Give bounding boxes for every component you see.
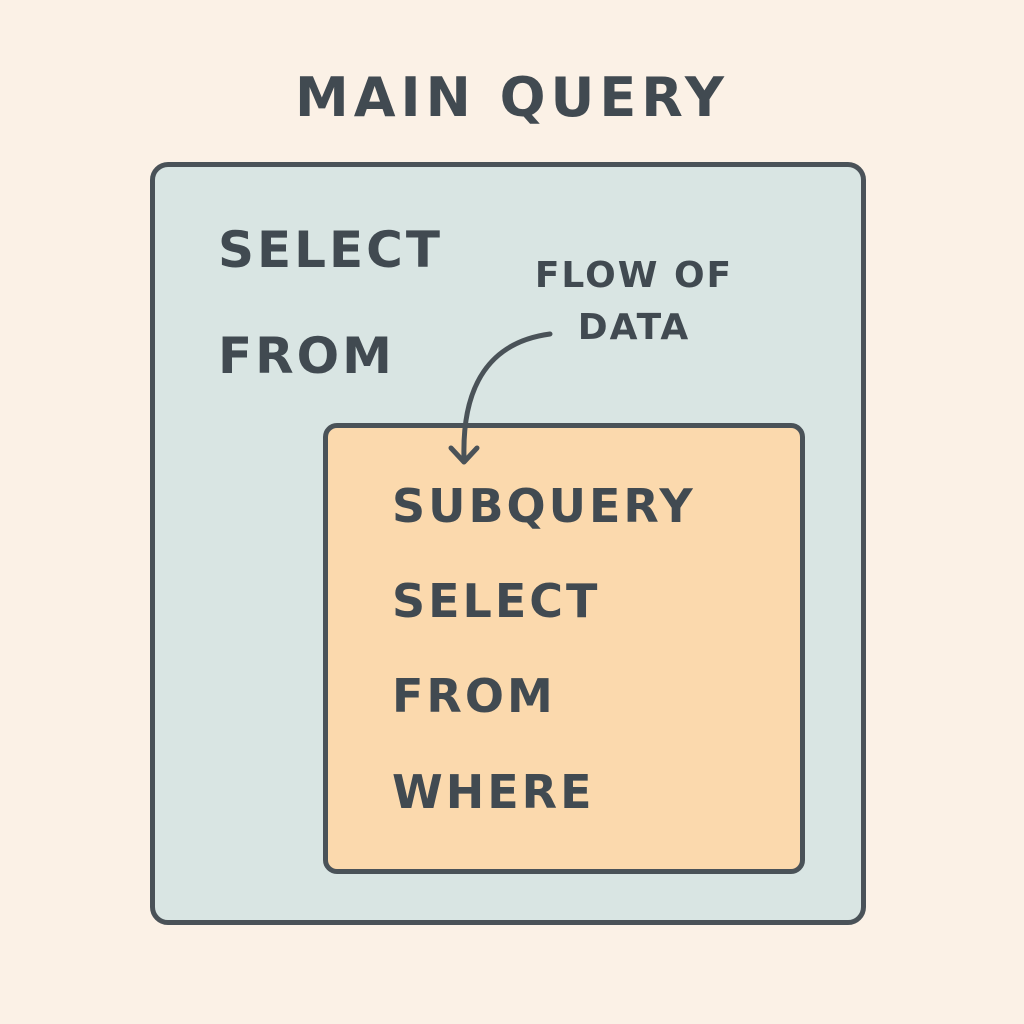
diagram-title: MAIN QUERY	[295, 66, 729, 129]
flow-arrow-head	[448, 445, 480, 465]
flow-label: FLOW OF DATA	[520, 250, 748, 354]
subquery-where-keyword: WHERE	[392, 765, 595, 819]
flow-label-line-1: FLOW OF	[534, 255, 734, 296]
main-query-select-keyword: SELECT	[218, 221, 443, 279]
subquery-box	[323, 423, 805, 874]
subquery-label: SUBQUERY	[392, 479, 696, 533]
subquery-from-keyword: FROM	[392, 669, 556, 723]
subquery-select-keyword: SELECT	[392, 574, 601, 628]
flow-arrow-curve	[461, 331, 553, 461]
flow-label-line-2: DATA	[577, 307, 691, 348]
main-query-from-keyword: FROM	[218, 327, 395, 385]
